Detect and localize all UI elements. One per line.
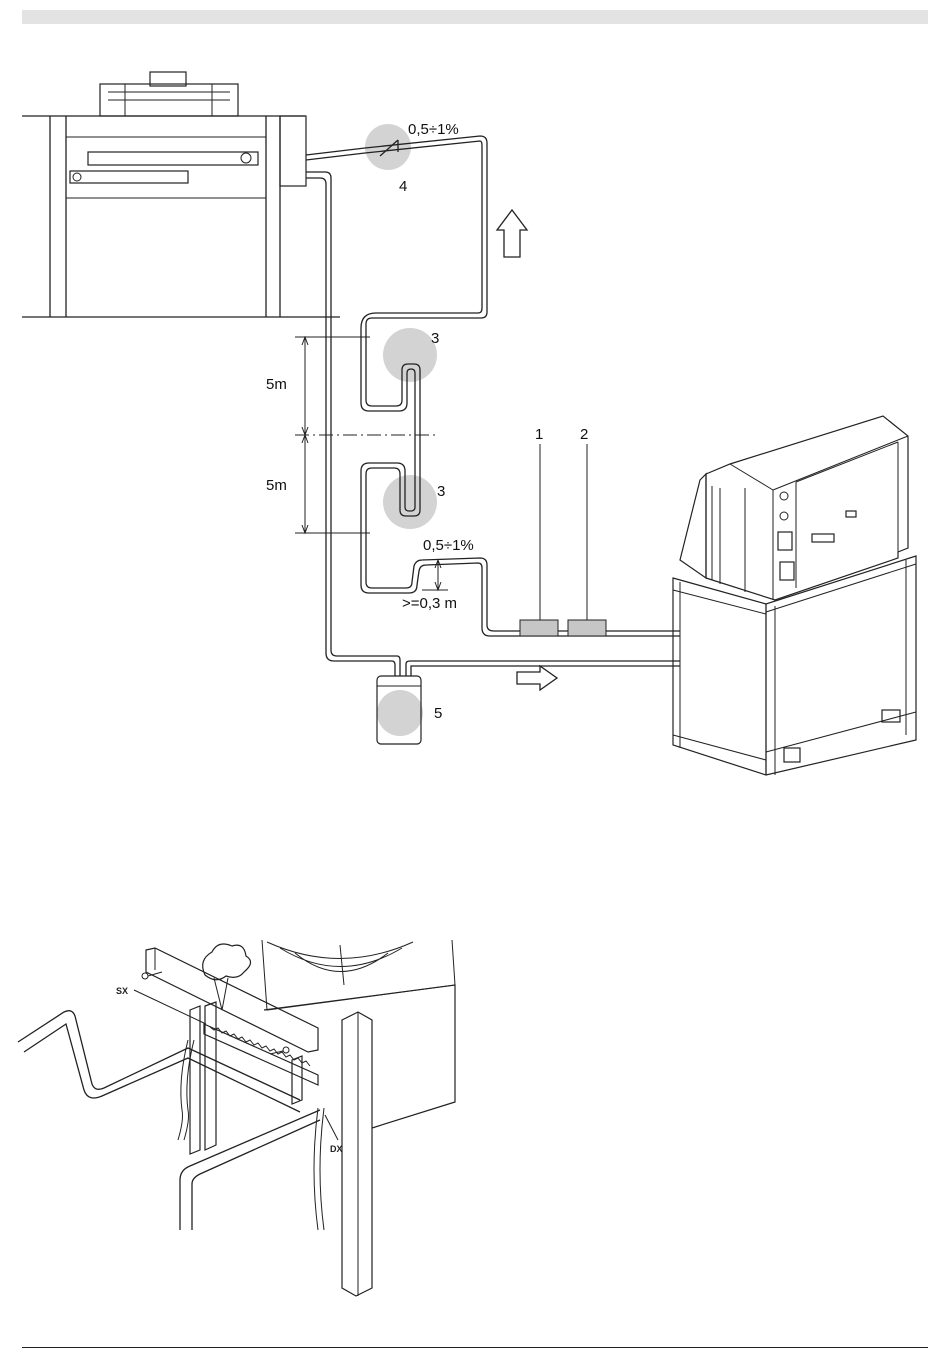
label-check-valve: 4 [399,178,407,195]
indoor-unit [673,416,916,775]
trap-lower-highlight [383,475,437,529]
height-upper-label: 5m [266,376,287,393]
detail-left-label: SX [116,986,128,996]
detail-right-label: DX [330,1144,343,1154]
receiver-highlight [377,690,423,736]
component-1 [520,620,558,636]
label-component-1: 1 [535,426,543,443]
slope-bottom-label: 0,5÷1% [423,537,474,554]
flow-up-arrow [497,210,527,257]
trap-upper-highlight [383,328,437,382]
label-trap-upper: 3 [431,330,439,347]
condenser-unit [22,72,340,317]
mounting-detail [18,940,455,1296]
flow-right-arrow [517,666,557,690]
height-lower-label: 5m [266,477,287,494]
liquid-line [306,172,680,676]
min-rise-label: >=0,3 m [402,595,457,612]
component-2 [568,620,606,636]
discharge-line [306,136,680,636]
page-footer-rule [22,1347,928,1348]
label-trap-lower: 3 [437,483,445,500]
label-component-2: 2 [580,426,588,443]
slope-top-label: 0,5÷1% [408,121,459,138]
label-receiver: 5 [434,705,442,722]
